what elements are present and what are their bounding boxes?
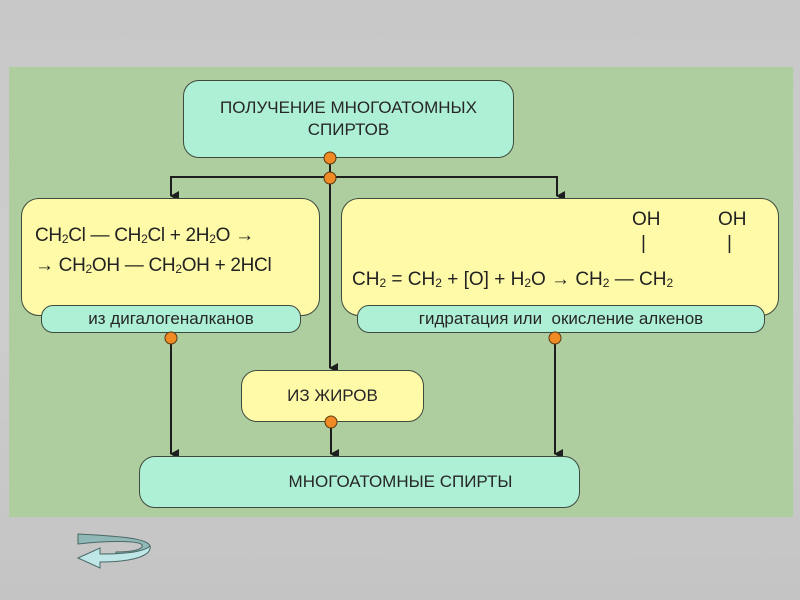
equation-line-1: CH2Cl — CH2Cl + 2H2O → bbox=[35, 225, 254, 247]
hydroxyl-left: OH bbox=[632, 209, 661, 230]
eq-text: Cl + 2H bbox=[147, 225, 210, 246]
alkene-caption: гидратация или окисление алкенов bbox=[357, 305, 765, 333]
eq-text: O → CH bbox=[531, 269, 603, 290]
bond-left: | bbox=[641, 233, 646, 254]
eq-subscript: 2 bbox=[85, 262, 93, 276]
eq-subscript: 2 bbox=[209, 232, 216, 246]
fats-label: ИЗ ЖИРОВ bbox=[287, 386, 378, 405]
return-arrow-icon[interactable] bbox=[76, 530, 158, 574]
equation-line-2: → CH2OH — CH2OH + 2HCl bbox=[35, 255, 272, 277]
eq-subscript: 2 bbox=[379, 276, 387, 290]
eq-text: → CH bbox=[35, 255, 86, 276]
hydroxyl-right: OH bbox=[718, 209, 747, 230]
dihaloalkane-caption: из дигалогеналканов bbox=[41, 305, 301, 333]
eq-text: O → bbox=[215, 225, 254, 246]
eq-subscript: 2 bbox=[524, 276, 531, 290]
alkene-method-box: OH OH | | CH2 = CH2 + [O] + H2O → CH2 — … bbox=[341, 198, 779, 316]
eq-subscript: 2 bbox=[61, 232, 69, 246]
result-label: МНОГОАТОМНЫЕ СПИРТЫ bbox=[288, 472, 513, 491]
eq-text: Cl — CH bbox=[68, 225, 142, 246]
bond-right: | bbox=[727, 233, 732, 254]
title-line-1: ПОЛУЧЕНИЕ МНОГОАТОМНЫХ bbox=[220, 98, 477, 117]
fats-method-box: ИЗ ЖИРОВ bbox=[241, 370, 424, 422]
eq-text: CH bbox=[352, 269, 380, 290]
eq-text: = CH bbox=[386, 269, 436, 290]
caption-text: гидратация или окисление алкенов bbox=[418, 309, 704, 328]
eq-text: CH bbox=[35, 225, 62, 246]
eq-text: OH — CH bbox=[91, 255, 176, 276]
caption-text: из дигалогеналканов bbox=[88, 309, 254, 328]
title-box: ПОЛУЧЕНИЕ МНОГОАТОМНЫХ СПИРТОВ bbox=[183, 80, 514, 158]
result-box: МНОГОАТОМНЫЕ СПИРТЫ bbox=[139, 456, 580, 508]
eq-subscript: 2 bbox=[666, 276, 674, 290]
eq-subscript: 2 bbox=[602, 276, 610, 290]
eq-text: — CH bbox=[609, 269, 667, 290]
alkene-equation: CH2 = CH2 + [O] + H2O → CH2 — CH2 bbox=[352, 269, 673, 291]
eq-text: + [O] + H bbox=[441, 269, 525, 290]
eq-subscript: 2 bbox=[141, 232, 148, 246]
title-line-2: СПИРТОВ bbox=[307, 120, 390, 139]
eq-text: OH + 2HCl bbox=[181, 255, 272, 276]
eq-subscript: 2 bbox=[435, 276, 442, 290]
dihaloalkane-method-box: CH2Cl — CH2Cl + 2H2O → → CH2OH — CH2OH +… bbox=[21, 198, 320, 316]
eq-subscript: 2 bbox=[175, 262, 182, 276]
